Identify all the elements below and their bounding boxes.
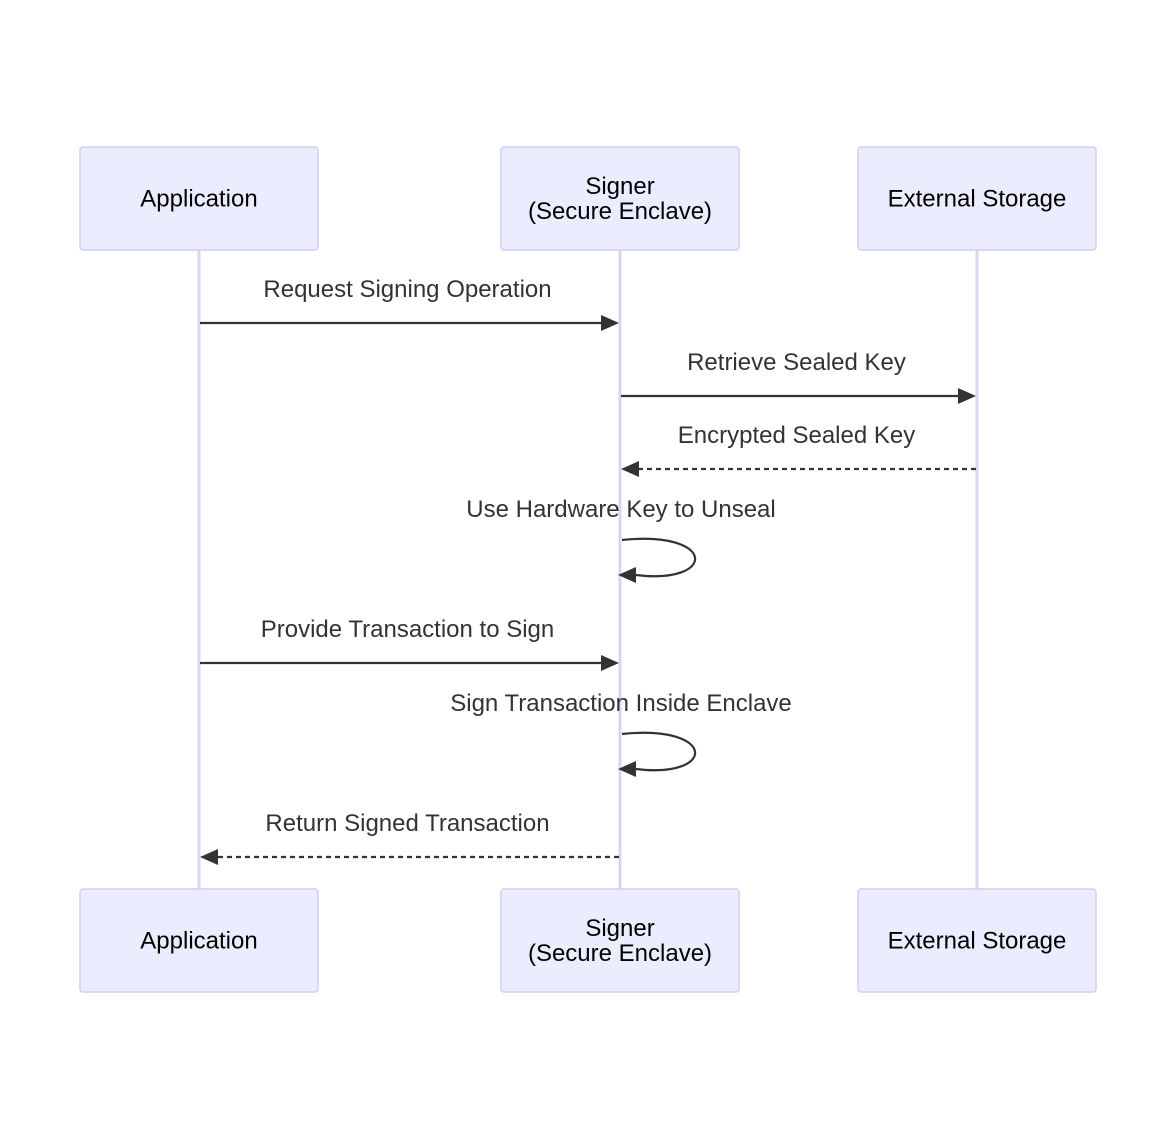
message-label: Retrieve Sealed Key — [687, 349, 906, 376]
message-label: Sign Transaction Inside Enclave — [450, 690, 792, 717]
arrowhead — [601, 315, 619, 331]
actor-box — [500, 888, 740, 993]
arrowhead — [958, 388, 976, 404]
actor-app-bottom: Application — [79, 888, 319, 993]
actor-label: (Secure Enclave) — [528, 940, 712, 967]
actor-box — [857, 146, 1097, 251]
actor-storage-top: External Storage — [857, 146, 1097, 251]
self-arrow-line — [621, 731, 697, 772]
actors-top: Application Signer(Secure Enclave) Externa… — [79, 146, 1097, 251]
message-4: Use Hardware Key to Unseal — [466, 496, 776, 583]
message-label: Use Hardware Key to Unseal — [466, 496, 775, 523]
message-label: Encrypted Sealed Key — [678, 422, 915, 449]
message-label: Request Signing Operation — [263, 276, 551, 303]
actor-label: Signer — [585, 915, 654, 942]
message-label: Provide Transaction to Sign — [261, 616, 555, 643]
message-5: Provide Transaction to Sign — [200, 616, 619, 671]
arrowhead — [601, 655, 619, 671]
actor-signer-top: Signer(Secure Enclave) — [500, 146, 740, 251]
actor-label: Application — [140, 186, 257, 213]
arrowhead — [200, 849, 218, 865]
message-label: Return Signed Transaction — [265, 810, 549, 837]
actor-box — [857, 888, 1097, 993]
actor-app-top: Application — [79, 146, 319, 251]
message-1: Request Signing Operation — [200, 276, 619, 331]
actor-box — [500, 146, 740, 251]
actor-box — [79, 888, 319, 993]
arrowhead — [621, 461, 639, 477]
actor-box — [79, 146, 319, 251]
actor-label: External Storage — [888, 928, 1067, 955]
arrowhead — [618, 761, 636, 777]
lifelines — [197, 250, 979, 889]
actor-label: (Secure Enclave) — [528, 198, 712, 225]
message-2: Retrieve Sealed Key — [621, 349, 976, 404]
message-7: Return Signed Transaction — [200, 810, 619, 865]
actor-label: Application — [140, 928, 257, 955]
actor-label: External Storage — [888, 186, 1067, 213]
arrowhead — [618, 567, 636, 583]
self-arrow-line — [621, 537, 697, 578]
actor-signer-bottom: Signer(Secure Enclave) — [500, 888, 740, 993]
message-6: Sign Transaction Inside Enclave — [450, 690, 792, 777]
actors-bottom: Application Signer(Secure Enclave) Externa… — [79, 888, 1097, 993]
actor-label: Signer — [585, 173, 654, 200]
actor-storage-bottom: External Storage — [857, 888, 1097, 993]
message-3: Encrypted Sealed Key — [621, 422, 976, 477]
